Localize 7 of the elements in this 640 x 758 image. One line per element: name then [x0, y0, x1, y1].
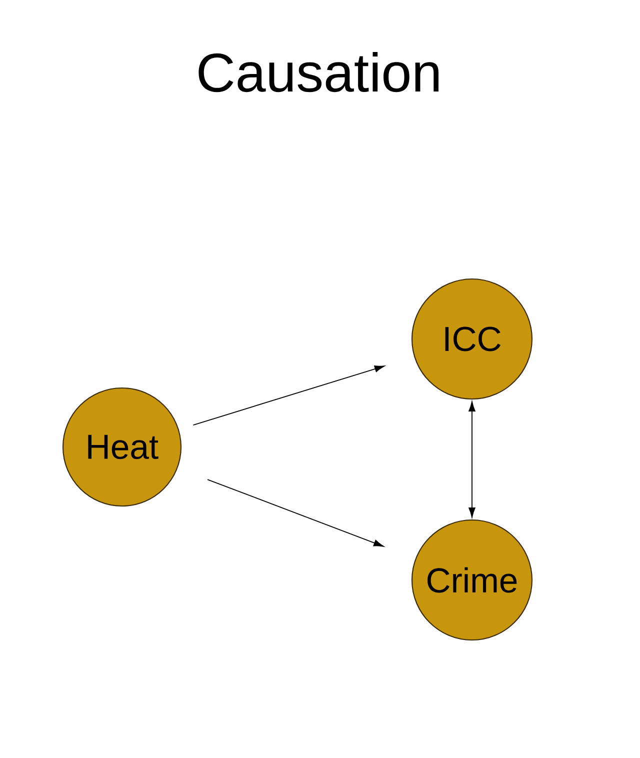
arrow [192, 366, 385, 426]
circle-node: Crime [411, 519, 533, 641]
arrow [207, 479, 384, 547]
circle-node: Heat [62, 387, 182, 507]
circle-node: ICC [411, 278, 533, 400]
arrow [468, 401, 476, 518]
title: Causation [198, 52, 438, 92]
